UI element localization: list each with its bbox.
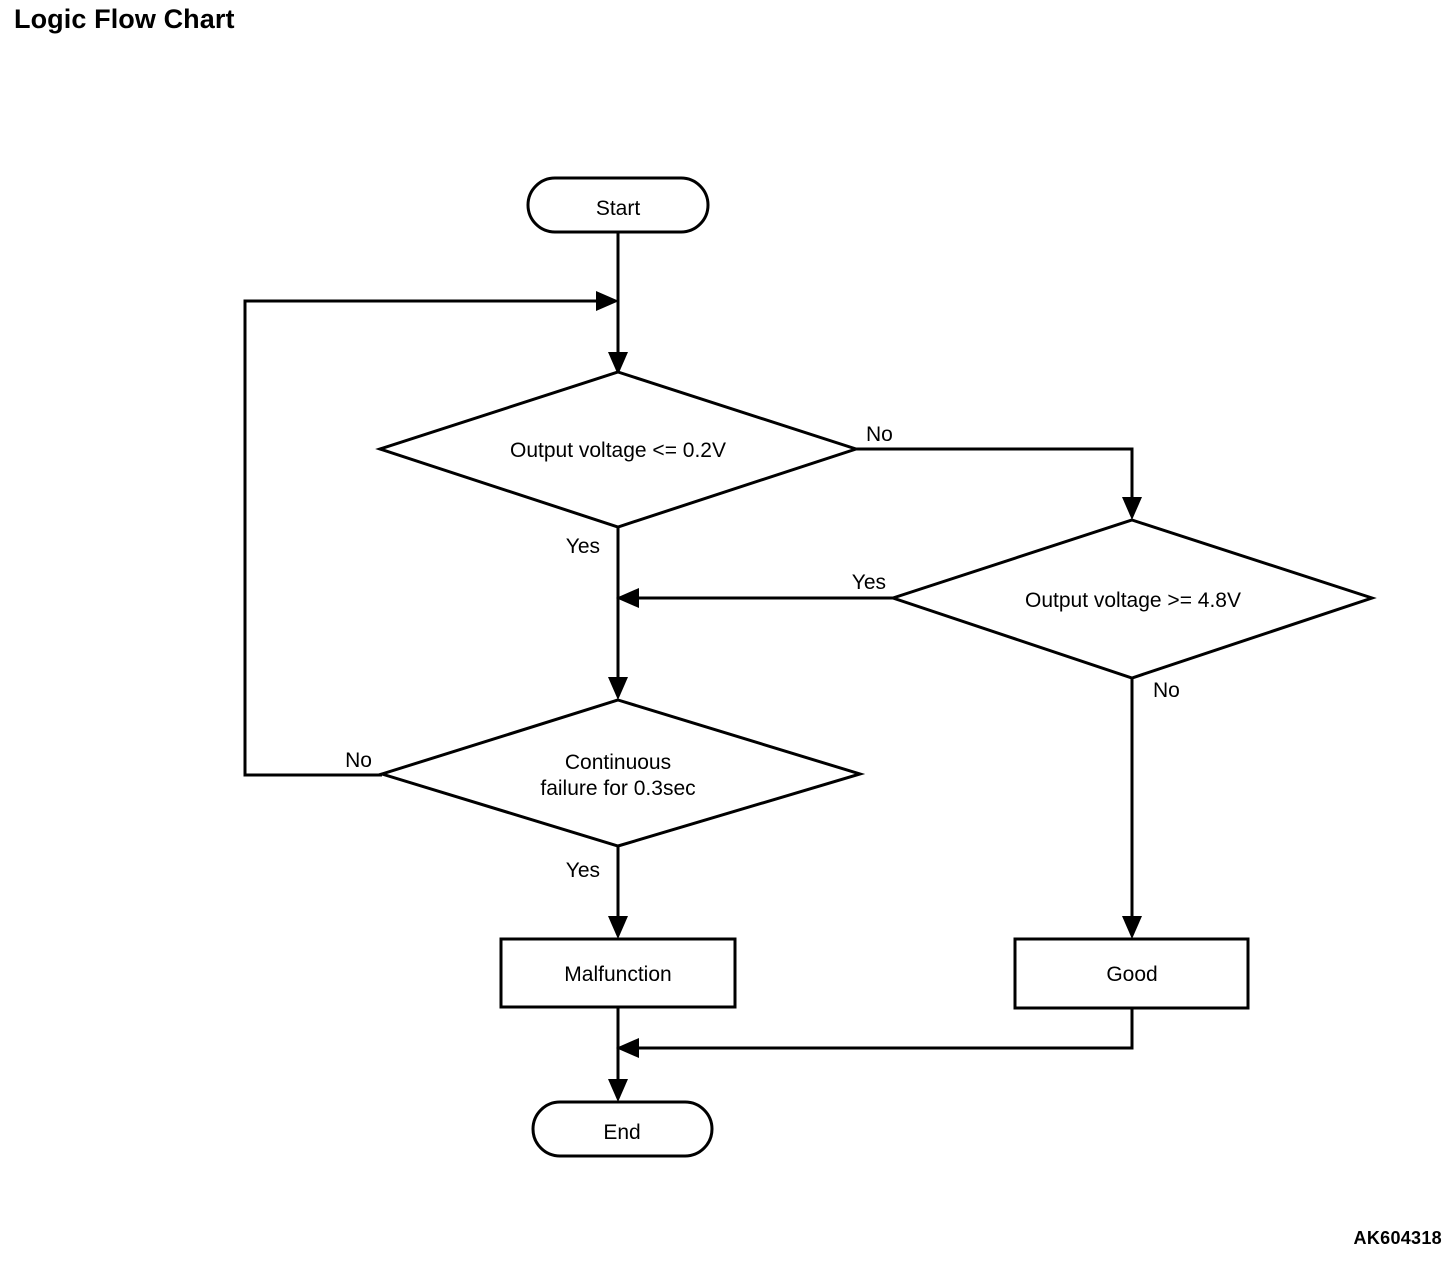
arrowhead-down-decision2 <box>1122 497 1142 520</box>
edge-start-to-decision1 <box>608 232 628 375</box>
decision2-shape <box>888 518 1377 680</box>
edge-decision1-no <box>856 447 1142 520</box>
page-title: Logic Flow Chart <box>14 4 235 34</box>
edge-decision2-no <box>1122 678 1142 939</box>
good-label: Good <box>1106 963 1157 986</box>
node-decision-output-voltage-low[interactable]: Output voltage <= 0.2V <box>375 370 861 529</box>
edge-decision3-yes <box>608 846 628 939</box>
decision2-label: Output voltage >= 4.8V <box>1025 589 1241 612</box>
decision3-shape <box>376 698 866 848</box>
edge-good-to-end <box>616 1008 1134 1058</box>
node-end[interactable]: End <box>531 1100 714 1158</box>
end-shape <box>531 1100 714 1158</box>
edge-label-decision3-yes: Yes <box>566 859 600 882</box>
arrowhead-down-good <box>1122 916 1142 939</box>
edge-label-decision3-no: No <box>345 749 372 772</box>
decision1-shape <box>375 370 861 529</box>
arrowhead-right-feedback <box>596 291 619 311</box>
good-shape <box>1013 937 1250 1010</box>
node-decision-continuous-failure[interactable]: Continuous failure for 0.3sec <box>376 698 866 848</box>
arrowhead-down-end <box>608 1079 628 1102</box>
node-good[interactable]: Good <box>1013 937 1250 1010</box>
edge-decision2-yes <box>616 588 893 608</box>
arrowhead-down-malfunction <box>608 916 628 939</box>
edge-label-decision1-no: No <box>866 423 893 446</box>
decision3-label-line2: failure for 0.3sec <box>540 777 695 800</box>
malfunction-shape <box>499 937 737 1009</box>
start-shape <box>526 176 710 234</box>
decision3-label-line1: Continuous <box>565 751 671 774</box>
edge-label-decision2-yes: Yes <box>852 571 886 594</box>
edge-label-decision1-yes: Yes <box>566 535 600 558</box>
malfunction-label: Malfunction <box>564 963 671 986</box>
start-label: Start <box>596 197 641 220</box>
edge-decision3-no-feedback <box>243 291 619 777</box>
decision1-label: Output voltage <= 0.2V <box>510 439 726 462</box>
arrowhead-down-decision3 <box>608 677 628 700</box>
edge-decision1-yes <box>608 527 628 700</box>
edge-label-decision2-no: No <box>1153 679 1180 702</box>
node-malfunction[interactable]: Malfunction <box>499 937 737 1009</box>
arrowhead-left-merge-decision3 <box>616 588 639 608</box>
arrowhead-left-merge-end <box>616 1038 639 1058</box>
figure-code: AK604318 <box>1353 1228 1442 1248</box>
end-label: End <box>603 1121 640 1144</box>
edge-malfunction-to-end <box>608 1007 628 1102</box>
node-decision-output-voltage-high[interactable]: Output voltage >= 4.8V <box>888 518 1377 680</box>
arrowhead-down-decision1 <box>608 352 628 375</box>
node-start[interactable]: Start <box>526 176 710 234</box>
